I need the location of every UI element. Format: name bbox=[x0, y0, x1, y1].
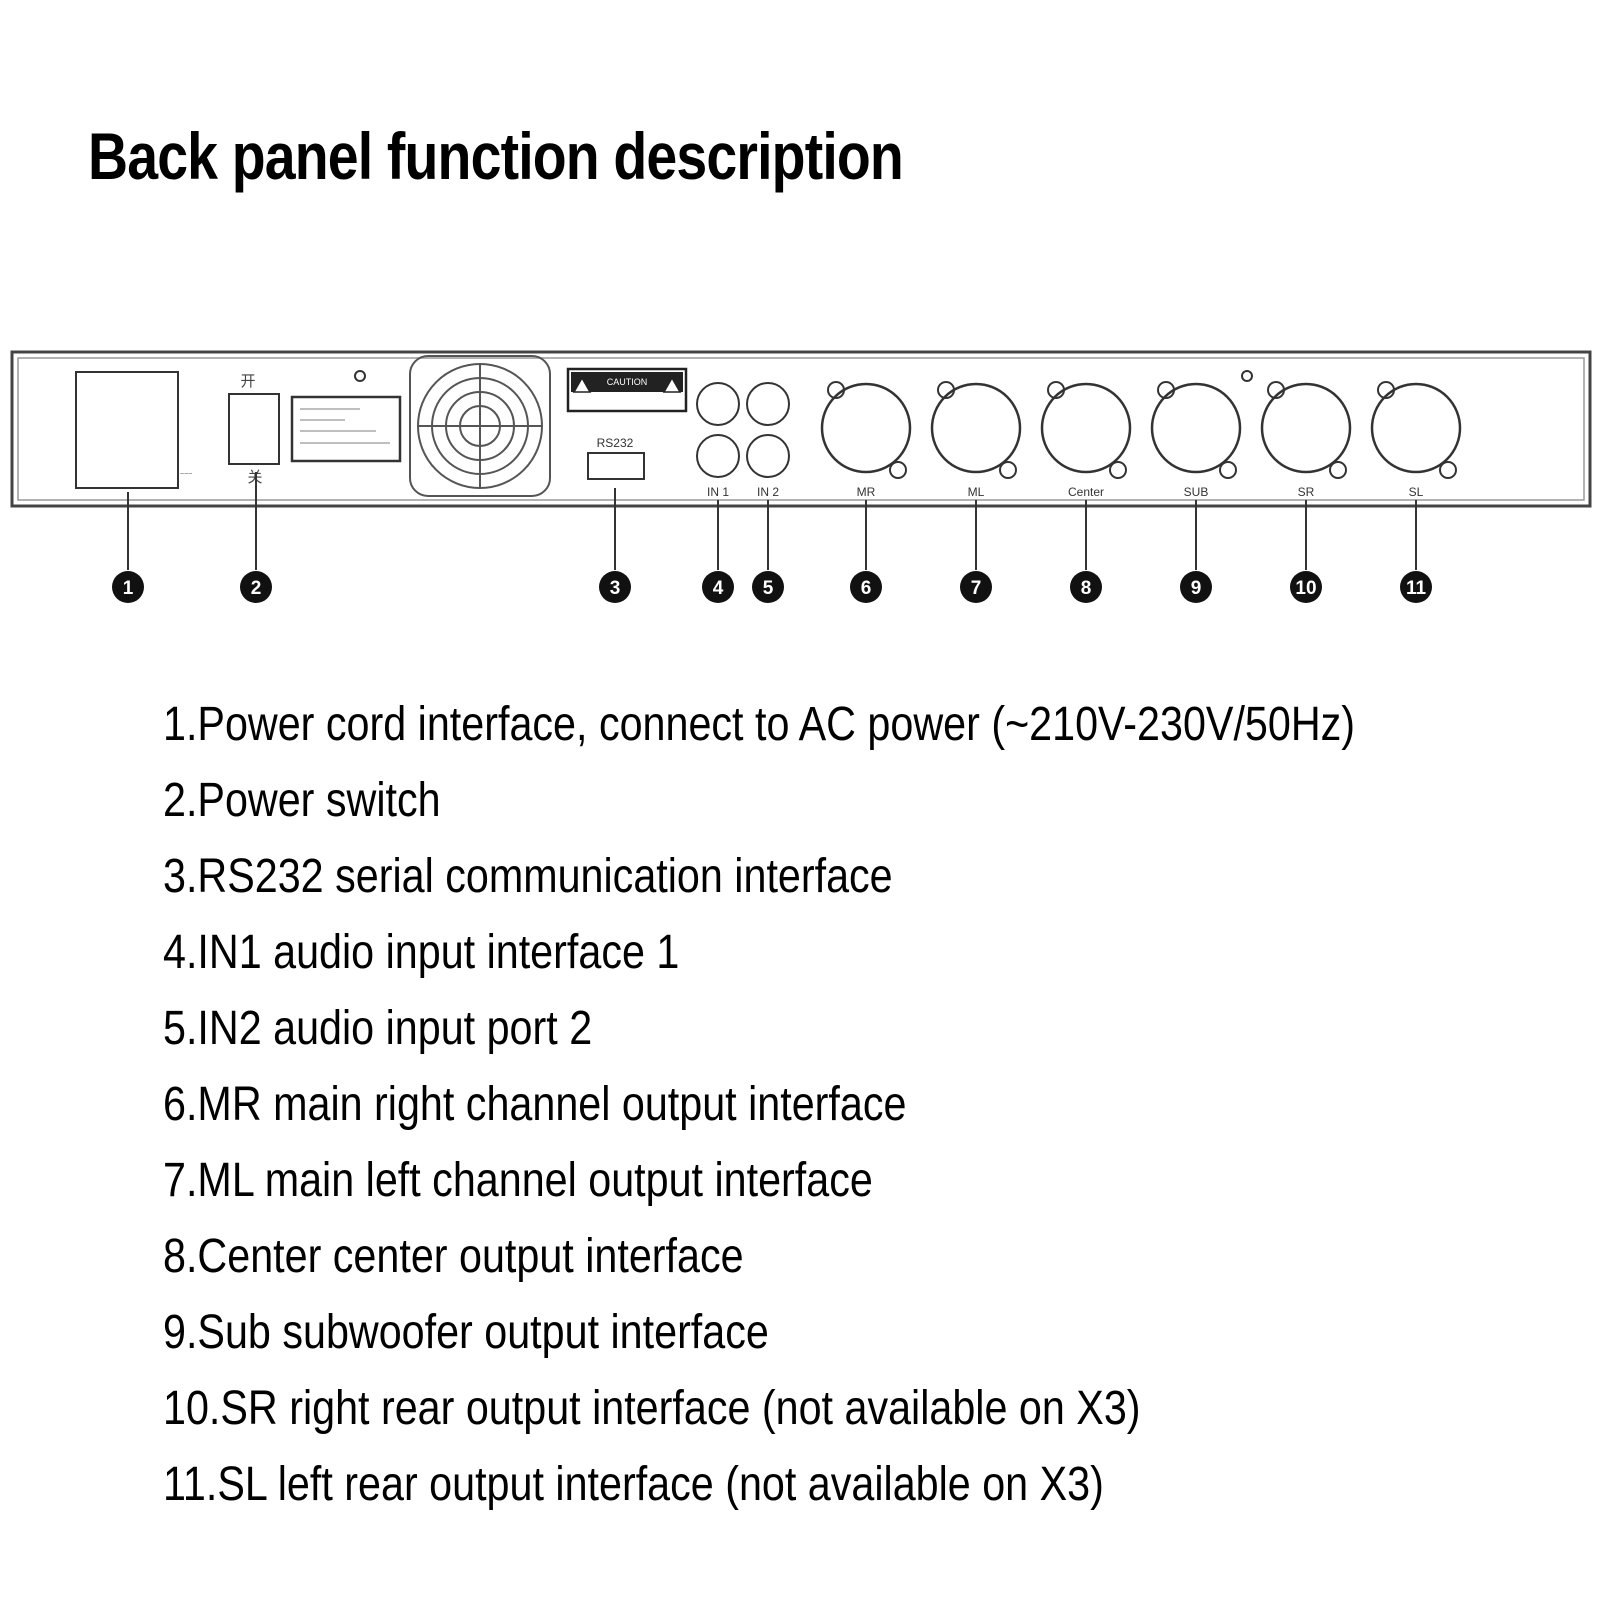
xlr-mount-lug bbox=[1219, 461, 1237, 479]
in2-label: IN 2 bbox=[757, 485, 779, 499]
power-rating-label: ~~~ bbox=[180, 471, 192, 478]
xlr-connector: SL bbox=[1370, 381, 1462, 499]
callout-number: 11 bbox=[1406, 578, 1427, 599]
description-item: 2.Power switch bbox=[163, 774, 441, 827]
power-switch bbox=[228, 393, 280, 465]
callout-number: 10 bbox=[1295, 578, 1316, 599]
callout-badge bbox=[112, 571, 144, 603]
callout-badge bbox=[1290, 571, 1322, 603]
callout-number: 6 bbox=[861, 578, 872, 599]
function-description-list: 1.Power cord interface, connect to AC po… bbox=[163, 700, 1583, 1536]
xlr-mount-lug bbox=[937, 381, 955, 399]
panel-screw bbox=[1241, 370, 1253, 382]
callout-badge bbox=[599, 571, 631, 603]
callout-badge bbox=[850, 571, 882, 603]
callout-number: 4 bbox=[713, 578, 724, 599]
xlr-label: Center bbox=[1068, 485, 1104, 499]
description-item: 8.Center center output interface bbox=[163, 1230, 744, 1283]
warning-triangle-icon bbox=[572, 376, 592, 393]
callout-badge bbox=[1180, 571, 1212, 603]
xlr-mount-lug bbox=[999, 461, 1017, 479]
xlr-mount-lug bbox=[1377, 381, 1395, 399]
description-item: 3.RS232 serial communication interface bbox=[163, 850, 893, 903]
rating-plate bbox=[290, 395, 402, 463]
power-cord-socket bbox=[75, 371, 179, 489]
xlr-label: SL bbox=[1409, 485, 1424, 499]
callout-badge bbox=[960, 571, 992, 603]
rs232-port bbox=[587, 452, 645, 480]
description-item: 10.SR right rear output interface (not a… bbox=[163, 1382, 1141, 1435]
xlr-connector: SUB bbox=[1150, 381, 1242, 499]
description-item: 4.IN1 audio input interface 1 bbox=[163, 926, 680, 979]
callout-badge bbox=[702, 571, 734, 603]
xlr-mount-lug bbox=[1439, 461, 1457, 479]
callout-number: 5 bbox=[763, 578, 774, 599]
rs232-label: RS232 bbox=[597, 436, 634, 450]
callout-badge bbox=[1070, 571, 1102, 603]
caution-text: CAUTION bbox=[607, 377, 648, 387]
rca-inputs bbox=[696, 382, 790, 478]
switch-on-glyph: 开 bbox=[240, 372, 255, 390]
description-item: 1.Power cord interface, connect to AC po… bbox=[163, 698, 1356, 751]
callout-badge bbox=[240, 571, 272, 603]
xlr-mount-lug bbox=[889, 461, 907, 479]
in1-label: IN 1 bbox=[707, 485, 729, 499]
xlr-mount-lug bbox=[827, 381, 845, 399]
xlr-label: SR bbox=[1298, 485, 1315, 499]
xlr-connector: SR bbox=[1260, 381, 1352, 499]
xlr-outputs: MR ML Center SUB SR SL bbox=[820, 381, 1462, 499]
xlr-connector: Center bbox=[1040, 381, 1132, 499]
warning-triangle-icon bbox=[662, 376, 682, 393]
panel-chassis-inner bbox=[17, 357, 1585, 501]
description-item: 5.IN2 audio input port 2 bbox=[163, 1002, 593, 1055]
xlr-connector: MR bbox=[820, 381, 912, 499]
rating-plate-lines bbox=[300, 408, 390, 444]
xlr-mount-lug bbox=[1157, 381, 1175, 399]
xlr-label: SUB bbox=[1184, 485, 1209, 499]
callout-number: 1 bbox=[123, 578, 134, 599]
description-item: 6.MR main right channel output interface bbox=[163, 1078, 907, 1131]
callout-number: 8 bbox=[1081, 578, 1092, 599]
xlr-mount-lug bbox=[1267, 381, 1285, 399]
callout-badge bbox=[752, 571, 784, 603]
xlr-mount-lug bbox=[1047, 381, 1065, 399]
page-title: Back panel function description bbox=[88, 119, 904, 193]
xlr-mount-lug bbox=[1329, 461, 1347, 479]
callout-badge bbox=[1400, 571, 1432, 603]
xlr-label: MR bbox=[857, 485, 876, 499]
callout-number: 2 bbox=[251, 578, 262, 599]
callout-number: 9 bbox=[1191, 578, 1202, 599]
xlr-label: ML bbox=[968, 485, 985, 499]
callouts: 1 2 3 4 5 6 7 8 9 10 11 bbox=[112, 472, 1432, 603]
description-item: 7.ML main left channel output interface bbox=[163, 1154, 873, 1207]
description-item: 9.Sub subwoofer output interface bbox=[163, 1306, 769, 1359]
description-item: 11.SL left rear output interface (not av… bbox=[163, 1458, 1104, 1511]
cooling-fan bbox=[409, 355, 551, 497]
xlr-connector: ML bbox=[930, 381, 1022, 499]
panel-screw bbox=[354, 370, 366, 382]
xlr-mount-lug bbox=[1109, 461, 1127, 479]
callout-number: 3 bbox=[610, 578, 621, 599]
back-panel-diagram: ~~~ 开 关 CAUTION RS232 IN 1 IN 2 bbox=[10, 350, 1592, 603]
callout-number: 7 bbox=[971, 578, 982, 599]
